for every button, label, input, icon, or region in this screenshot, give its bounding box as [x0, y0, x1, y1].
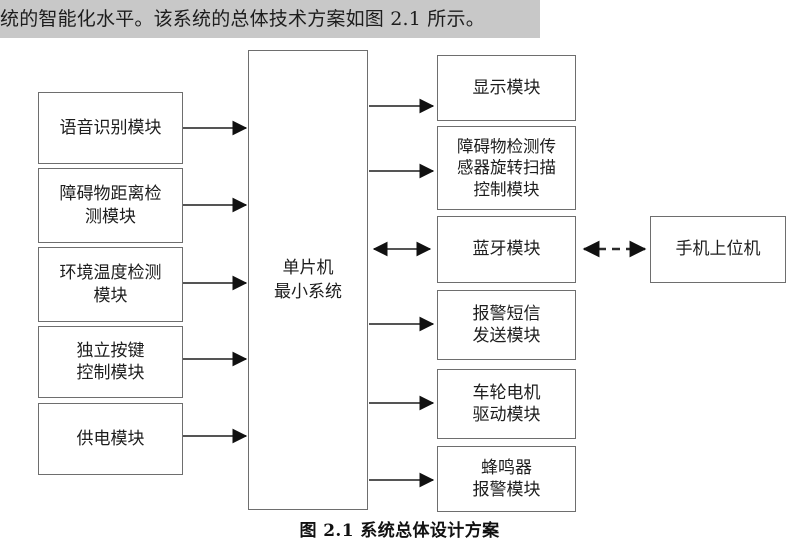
box-wheel-motor-drive-module[interactable]: 车轮电机 驱动模块 — [437, 369, 576, 439]
box-buzzer-alarm-module[interactable]: 蜂鸣器 报警模块 — [437, 446, 576, 512]
box-power-supply-module[interactable]: 供电模块 — [38, 403, 183, 475]
box-display-module[interactable]: 显示模块 — [437, 55, 576, 121]
box-mcu-minimum-system[interactable]: 单片机 最小系统 — [248, 50, 368, 510]
box-ambient-temperature-detection-module[interactable]: 环境温度检测 模块 — [38, 247, 183, 322]
paragraph-text: 统的智能化水平。该系统的总体技术方案如图 2.1 所示。 — [0, 8, 485, 30]
box-alarm-sms-sending-module[interactable]: 报警短信 发送模块 — [437, 290, 576, 360]
box-obstacle-distance-detection-module[interactable]: 障碍物距离检 测模块 — [38, 168, 183, 243]
box-obstacle-sensor-rotary-scan-control-module[interactable]: 障碍物检测传 感器旋转扫描 控制模块 — [437, 126, 576, 210]
box-bluetooth-module[interactable]: 蓝牙模块 — [437, 216, 576, 283]
box-mobile-host-computer[interactable]: 手机上位机 — [650, 216, 786, 283]
box-voice-recognition-module[interactable]: 语音识别模块 — [38, 92, 183, 164]
box-independent-key-control-module[interactable]: 独立按键 控制模块 — [38, 326, 183, 398]
paragraph-highlight — [0, 0, 540, 38]
figure-caption: 图 2.1 系统总体设计方案 — [299, 521, 500, 541]
